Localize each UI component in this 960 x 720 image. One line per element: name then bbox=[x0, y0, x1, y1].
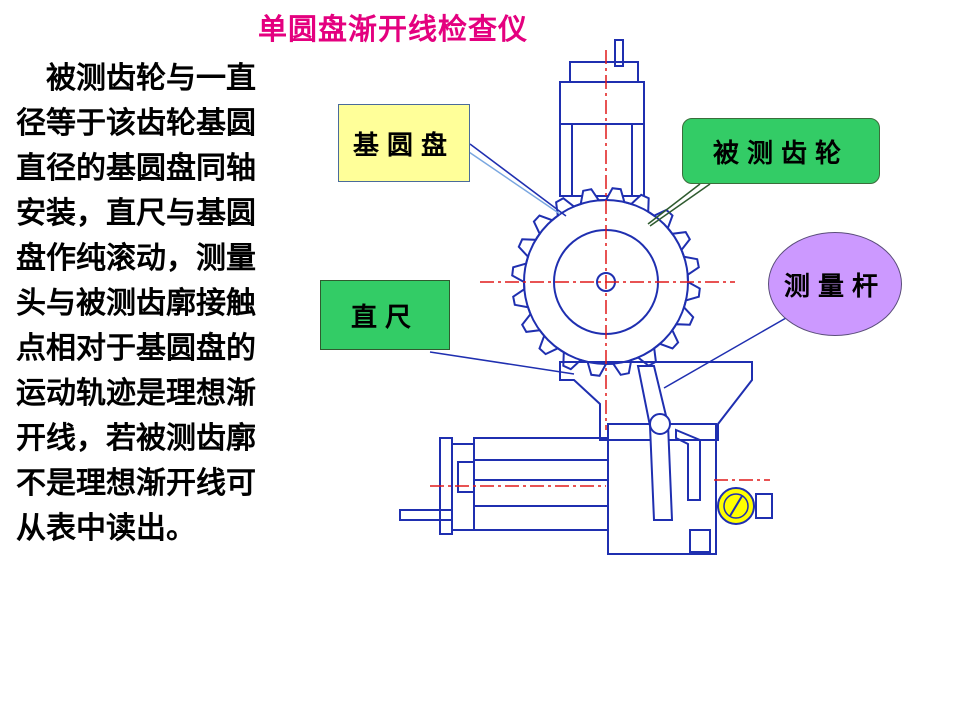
base-circle-leader bbox=[469, 143, 567, 217]
dial-needle bbox=[729, 495, 743, 517]
page-title: 单圆盘渐开线检查仪 bbox=[258, 12, 529, 46]
dial-indicator bbox=[717, 487, 773, 525]
column-body bbox=[559, 123, 645, 197]
base-circle-leader-shade bbox=[465, 149, 561, 215]
gear-leader bbox=[649, 183, 711, 227]
gear-leader-2 bbox=[647, 183, 701, 225]
top-knob bbox=[614, 39, 624, 67]
ruler-callout: 直尺 bbox=[320, 280, 450, 350]
lead-screw bbox=[399, 509, 453, 521]
gear-callout: 被测齿轮 bbox=[682, 118, 880, 184]
description-text: 被测齿轮与一直径等于该齿轮基圆直径的基圆盘同轴安装，直尺与基圆盘作纯滚动，测量头… bbox=[16, 61, 256, 546]
probe-leader bbox=[663, 317, 787, 389]
probe-pivot bbox=[649, 413, 671, 435]
base-circle-callout: 基圆盘 bbox=[338, 104, 470, 182]
leader-lines bbox=[429, 143, 787, 389]
base-slide bbox=[473, 437, 609, 531]
probe-callout: 测量杆 bbox=[768, 232, 902, 336]
top-column bbox=[559, 39, 645, 197]
handwheel-hub bbox=[457, 461, 475, 493]
carriage bbox=[399, 361, 753, 555]
top-cap bbox=[569, 61, 639, 83]
probe-arm bbox=[675, 428, 701, 501]
center-lines bbox=[430, 50, 770, 487]
ruler-leader bbox=[429, 351, 575, 375]
probe-lever bbox=[636, 365, 674, 521]
carriage-foot bbox=[689, 529, 711, 553]
base-slide-left bbox=[451, 443, 475, 531]
column-upper bbox=[559, 81, 645, 125]
